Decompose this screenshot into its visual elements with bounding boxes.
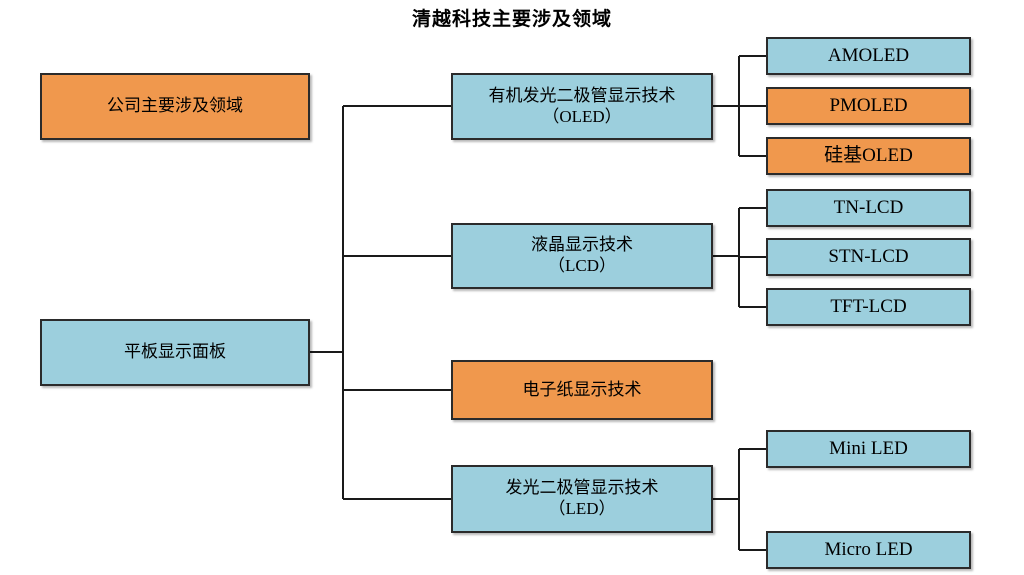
node-tft-lcd: TFT-LCD <box>766 288 971 326</box>
node-led: 发光二极管显示技术 （LED） <box>451 465 713 533</box>
node-mini-led: Mini LED <box>766 430 971 468</box>
node-stn-lcd-label: STN-LCD <box>828 246 909 268</box>
page-title: 清越科技主要涉及领域 <box>411 9 612 30</box>
node-silicon-oled: 硅基OLED <box>766 137 971 175</box>
node-mini-led-label: Mini LED <box>829 438 908 460</box>
node-oled: 有机发光二极管显示技术 （OLED） <box>451 73 713 140</box>
node-oled-label: 有机发光二极管显示技术 （OLED） <box>488 85 676 126</box>
node-micro-led: Micro LED <box>766 531 971 569</box>
legend-box: 公司主要涉及领域 <box>40 73 310 140</box>
legend-label: 公司主要涉及领域 <box>107 96 243 116</box>
node-micro-led-label: Micro LED <box>824 539 913 561</box>
node-root-label: 平板显示面板 <box>124 342 226 362</box>
node-root: 平板显示面板 <box>40 319 310 386</box>
node-epaper: 电子纸显示技术 <box>451 360 713 420</box>
node-stn-lcd: STN-LCD <box>766 238 971 276</box>
node-pmoled: PMOLED <box>766 87 971 125</box>
node-lcd: 液晶显示技术 （LCD） <box>451 223 713 289</box>
node-tn-lcd: TN-LCD <box>766 189 971 227</box>
node-silicon-oled-label: 硅基OLED <box>824 145 913 167</box>
node-epaper-label: 电子纸显示技术 <box>522 379 642 399</box>
node-tft-lcd-label: TFT-LCD <box>830 296 907 318</box>
node-tn-lcd-label: TN-LCD <box>833 197 904 219</box>
node-pmoled-label: PMOLED <box>829 95 908 117</box>
node-led-label: 发光二极管显示技术 （LED） <box>505 478 659 518</box>
node-lcd-label: 液晶显示技术 （LCD） <box>531 235 633 275</box>
node-amoled: AMOLED <box>766 37 971 75</box>
node-amoled-label: AMOLED <box>827 45 910 67</box>
